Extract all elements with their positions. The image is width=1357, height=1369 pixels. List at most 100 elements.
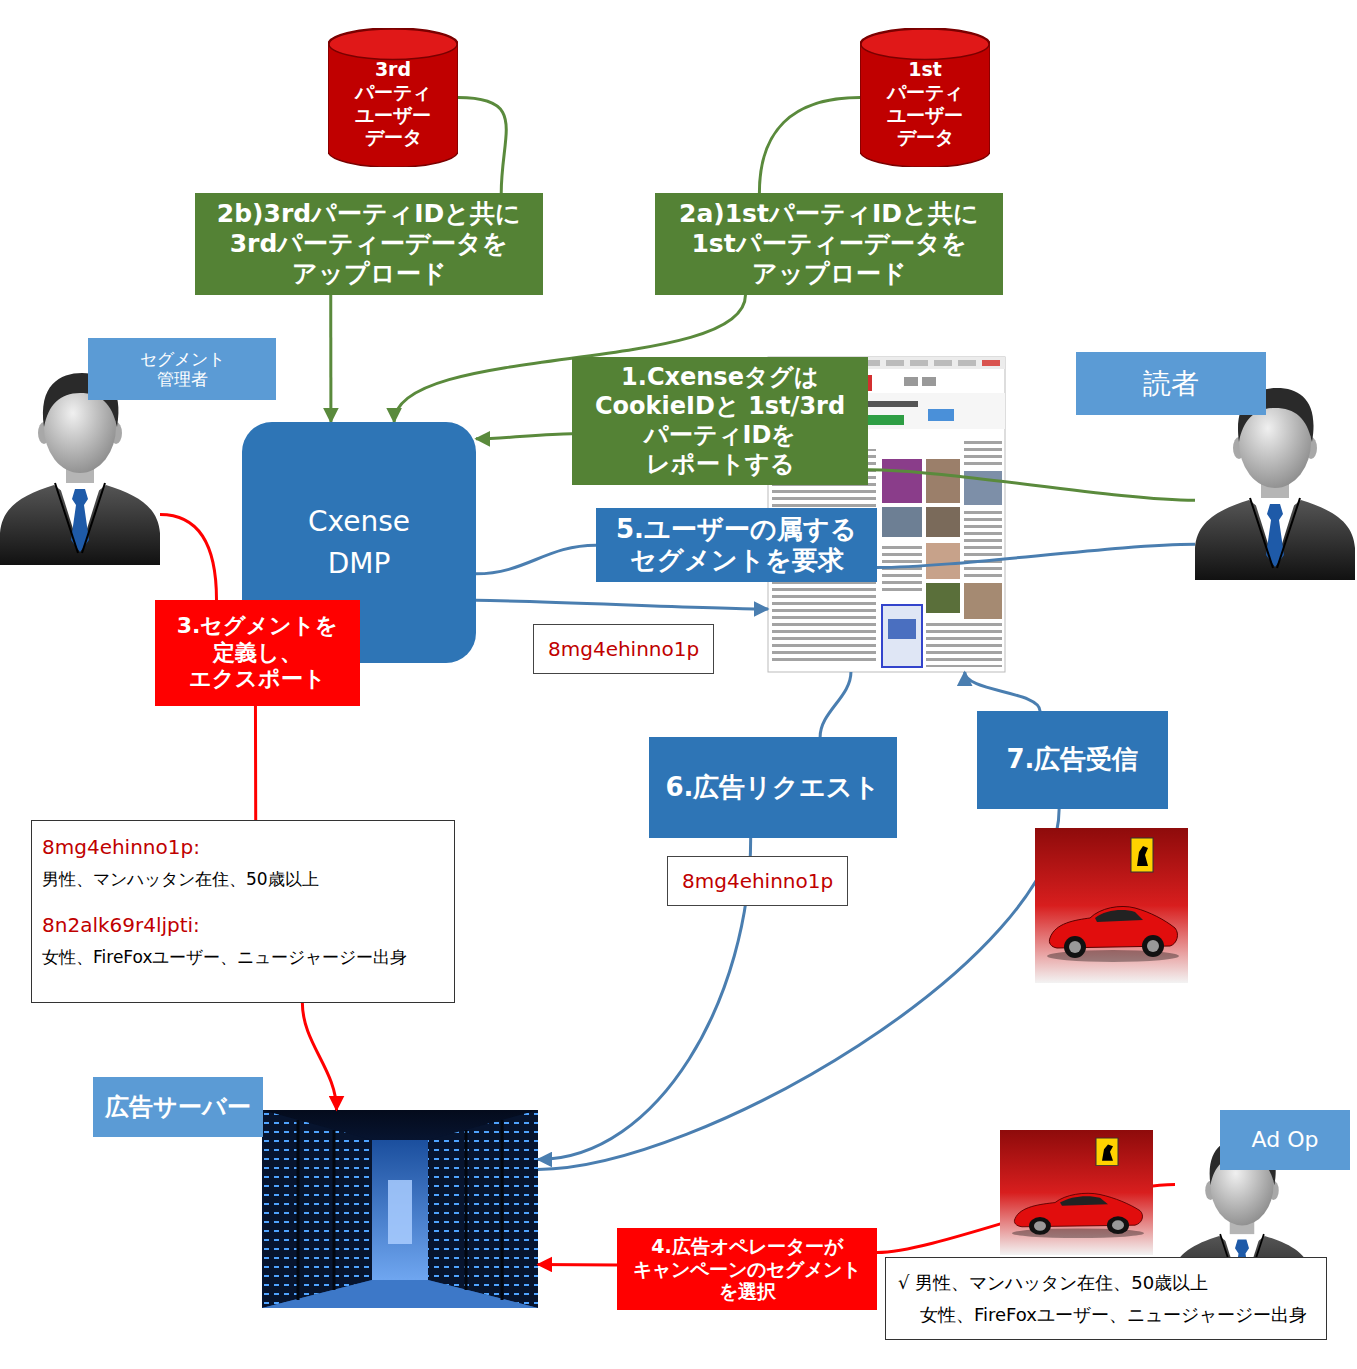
connector xyxy=(868,470,1195,501)
illustration-use xyxy=(1000,1130,1153,1255)
illustration-rect xyxy=(926,619,1002,667)
actor-figure: セグメント 管理者 xyxy=(0,355,160,565)
illustration-rect xyxy=(882,507,922,537)
node-text: Ad Op xyxy=(1228,1127,1342,1153)
node-text: 8n2alk69r4ljpti: xyxy=(42,913,444,937)
data-cylinder: 3rd パーティ ユーザー データ xyxy=(328,28,458,167)
node-text: 女性、FireFoxユーザー、ニュージャージー出身 xyxy=(898,1304,1314,1326)
step-box: 2b)3rdパーティIDと共に 3rdパーティーデータを アップロード xyxy=(195,193,543,295)
node-text: 4.広告オペレーターが キャンペーンのセグメント を選択 xyxy=(623,1235,871,1303)
step-box: 7.広告受信 xyxy=(977,711,1168,809)
node-text: 読者 xyxy=(1086,367,1256,401)
node-text: セグメント 管理者 xyxy=(133,349,231,390)
illustration-rect xyxy=(262,1110,538,1308)
connector xyxy=(302,1003,336,1110)
illustration-rect xyxy=(958,360,976,366)
node-text: Cxense DMP xyxy=(297,501,421,585)
data-cylinder: 1st パーティ ユーザー データ xyxy=(860,28,990,167)
node-text: 6.広告リクエスト xyxy=(657,772,889,803)
illustration-rect xyxy=(910,360,928,366)
actor-figure: 読者 xyxy=(1195,370,1355,580)
illustration-path xyxy=(860,28,990,167)
ad-server: 広告サーバー xyxy=(262,1110,538,1308)
illustration-rect xyxy=(926,583,960,613)
illustration-line xyxy=(465,1130,468,1290)
illustration-polygon xyxy=(262,1110,372,1308)
node-text: 広告サーバー xyxy=(101,1093,255,1122)
illustration-polygon xyxy=(428,1110,538,1308)
illustration-rect xyxy=(388,1180,412,1244)
actor-label: Ad Op xyxy=(1220,1110,1350,1170)
step-box: 2a)1stパーティIDと共に 1stパーティーデータを アップロード xyxy=(655,193,1003,295)
illustration-rect xyxy=(964,583,1002,619)
illustration-polygon xyxy=(262,1110,372,1308)
connector xyxy=(476,600,768,609)
illustration-path xyxy=(328,28,458,167)
illustration-rect xyxy=(882,605,922,667)
illustration-line xyxy=(297,1120,300,1300)
illustration-polygon xyxy=(262,1280,538,1308)
connector xyxy=(476,434,572,439)
node-text: 女性、FireFoxユーザー、ニュージャージー出身 xyxy=(42,947,444,967)
node-text: 7.広告受信 xyxy=(985,744,1160,775)
illustration-line xyxy=(501,1120,504,1300)
illustration-rect xyxy=(882,459,922,503)
illustration-rect xyxy=(922,377,936,386)
illustration-rect xyxy=(926,543,960,579)
node-text: 3.セグメントを 定義し、 エクスポート xyxy=(163,613,352,692)
illustration-polygon xyxy=(428,1110,538,1308)
connector xyxy=(877,544,1195,567)
illustration-rect xyxy=(926,507,960,537)
connector xyxy=(538,1263,617,1266)
node-text: 男性、マンハッタン在住、50歳以上 xyxy=(42,869,444,889)
illustration-rect xyxy=(964,437,1002,467)
illustration-rect xyxy=(904,377,918,386)
node-text: 5.ユーザーの属する セグメントを要求 xyxy=(602,514,871,576)
connector xyxy=(476,545,596,574)
connector xyxy=(820,672,851,737)
checklist-box: √ 男性、マンハッタン在住、50歳以上女性、FireFoxユーザー、ニュージャー… xyxy=(885,1257,1327,1340)
segment-list-box: 8mg4ehinno1p: 男性、マンハッタン在住、50歳以上 8n2alk69r4… xyxy=(31,820,455,1003)
edge-label: 8mg4ehinno1p xyxy=(533,624,714,674)
illustration-rect xyxy=(372,1140,428,1280)
step-box: 1.Cxenseタグは CookieIDと 1st/3rd パーティIDを レポ… xyxy=(572,357,868,485)
node-text: 8mg4ehinno1p: xyxy=(42,835,444,859)
node-text: 2a)1stパーティIDと共に 1stパーティーデータを アップロード xyxy=(661,199,997,289)
node-text: √ 男性、マンハッタン在住、50歳以上 xyxy=(898,1272,1314,1294)
step-box: 3.セグメントを 定義し、 エクスポート xyxy=(155,600,360,706)
connector xyxy=(965,672,1040,711)
illustration-ellipse xyxy=(861,29,989,59)
node-text: 1st パーティ ユーザー データ xyxy=(880,58,970,149)
illustration-use xyxy=(1195,388,1355,580)
actor-label: セグメント 管理者 xyxy=(88,338,276,400)
step-box: 6.広告リクエスト xyxy=(649,737,897,838)
illustration-use xyxy=(0,373,160,565)
connector xyxy=(458,98,506,193)
illustration-use xyxy=(1035,828,1188,983)
connector xyxy=(329,295,332,422)
illustration-rect xyxy=(934,360,952,366)
step-box: 4.広告オペレーターが キャンペーンのセグメント を選択 xyxy=(617,1228,877,1310)
illustration-rect xyxy=(982,360,1000,366)
connector xyxy=(254,706,257,820)
node-text: 3rd パーティ ユーザー データ xyxy=(348,58,438,149)
illustration-rect xyxy=(964,509,1002,579)
actor-figure: Ad Op xyxy=(1175,1125,1310,1260)
step-box: 5.ユーザーの属する セグメントを要求 xyxy=(596,508,877,582)
illustration-line xyxy=(333,1130,336,1290)
illustration-rect xyxy=(886,360,904,366)
actor-label: 広告サーバー xyxy=(93,1077,263,1137)
illustration-ellipse xyxy=(329,29,457,59)
connector xyxy=(160,515,217,600)
illustration-g xyxy=(262,1110,538,1308)
edge-label: 8mg4ehinno1p xyxy=(667,856,848,906)
node-text: 2b)3rdパーティIDと共に 3rdパーティーデータを アップロード xyxy=(201,199,537,289)
actor-label: 読者 xyxy=(1076,352,1266,415)
connector xyxy=(538,809,1059,1169)
node-text: 1.Cxenseタグは CookieIDと 1st/3rd パーティIDを レポ… xyxy=(576,363,864,478)
illustration-rect xyxy=(888,619,916,639)
illustration-rect xyxy=(926,459,960,503)
illustration-rect xyxy=(928,409,954,421)
